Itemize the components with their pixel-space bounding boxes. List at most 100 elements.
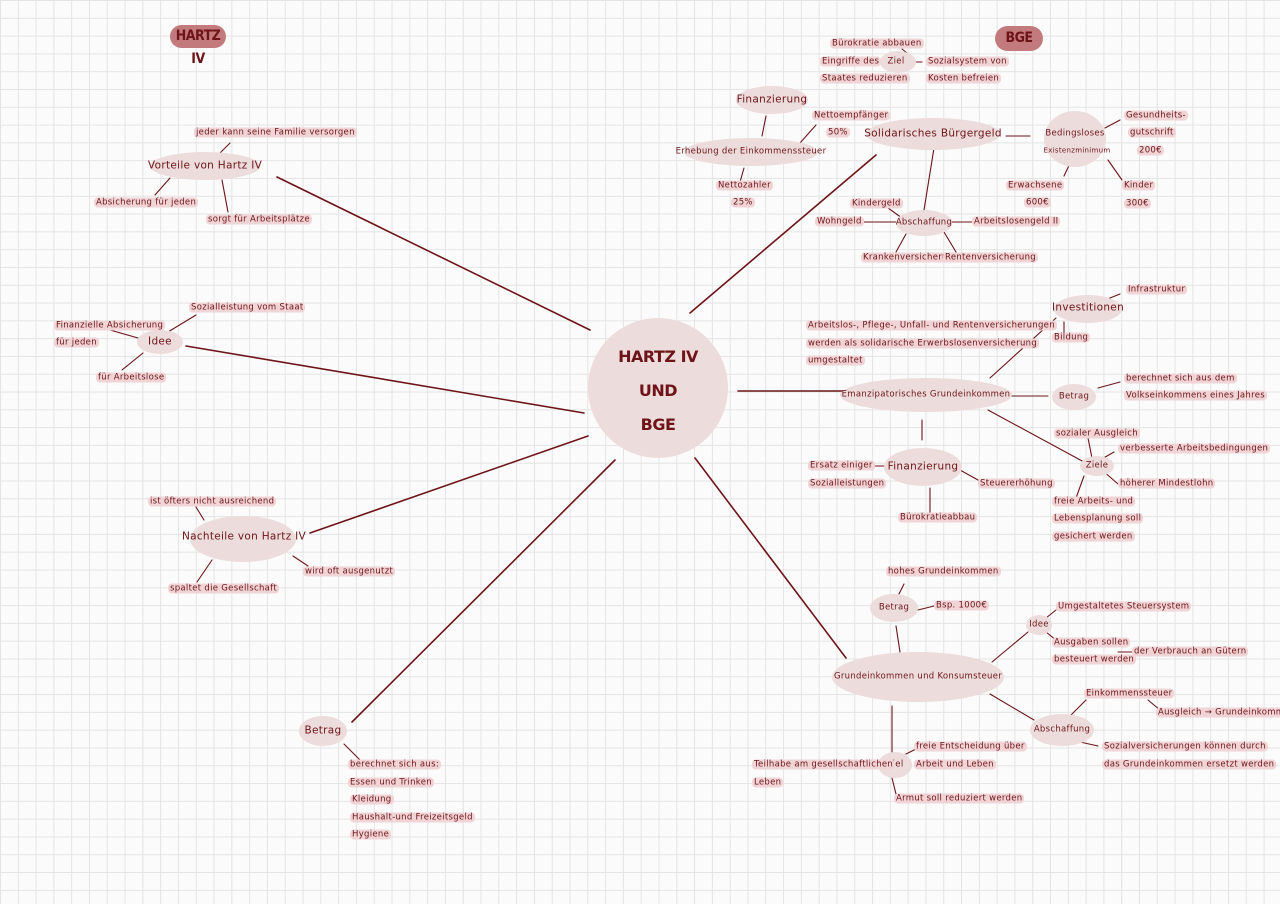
title-bge: BGE <box>995 26 1043 51</box>
emanz-desc-2: werden als solidarische Erwerbslosenvers… <box>806 338 1040 349</box>
grund-freie-2: Arbeit und Leben <box>914 759 996 770</box>
hartz-betrag-item: Hygiene <box>350 829 392 840</box>
grund-ausgaben-2: besteuert werden <box>1052 654 1137 665</box>
title-hartz-iv: HARTZ IV <box>170 25 226 67</box>
gesundheit-3: 200€ <box>1137 145 1164 156</box>
ziele-arbeitsbedingungen: verbesserte Arbeitsbedingungen <box>1118 443 1271 454</box>
vorteile-label: Vorteile von Hartz IV <box>147 159 263 172</box>
idee-bubble <box>137 330 183 354</box>
ziele-frei-1: freie Arbeits- und <box>1052 496 1136 507</box>
nachteile-bubble <box>190 516 296 562</box>
hartz-betrag-item: Kleidung <box>350 794 394 805</box>
solidarisch-label: Solidarisches Bürgergeld <box>864 127 1002 140</box>
ziele-frei-2: Lebensplanung soll <box>1052 513 1144 524</box>
abschaffung-wohngeld: Wohngeld <box>815 216 864 227</box>
invest-bubble <box>1054 295 1122 323</box>
sol-erhebung-label: Erhebung der Einkommenssteuer <box>675 146 827 157</box>
sol-finanzierung-bubble <box>736 86 808 114</box>
sol-finanzierung-label: Finanzierung <box>736 93 808 106</box>
abschaffung-renten: Rentenversicherung <box>943 252 1038 263</box>
sol-ziel-buerokratie: Bürokratie abbauen <box>830 38 924 49</box>
emanz-finanzierung-bubble <box>884 448 962 486</box>
grund-teilhabe-1: Teilhabe am gesellschaftlichen <box>752 759 896 770</box>
abschaffung-kranken: Krankenversicherung <box>861 252 962 263</box>
center-title-2: UND <box>638 381 678 400</box>
ziele-sozial: sozialer Ausgleich <box>1054 428 1140 439</box>
sol-abschaffung-label: Abschaffung <box>895 217 953 228</box>
nachteile-ausgenutzt: wird oft ausgenutzt <box>303 566 396 577</box>
hartz-betrag-item: Essen und Trinken <box>348 777 434 788</box>
sol-nettoempfaenger-pct: 50% <box>826 127 850 138</box>
grund-freie-1: freie Entscheidung über <box>914 741 1027 752</box>
existenzminimum-bubble <box>1044 111 1106 167</box>
grund-abschaffung-label: Abschaffung <box>1033 724 1091 735</box>
ziele-bubble <box>1080 456 1114 476</box>
emanz-betrag-1: berechnet sich aus dem <box>1124 373 1237 384</box>
nachteile-spaltet: spaltet die Gesellschaft <box>168 583 279 594</box>
sol-nettozahler-pct: 25% <box>731 197 755 208</box>
invest-label: Investitionen <box>1051 301 1125 314</box>
sol-nettoempfaenger: Nettoempfänger <box>812 110 891 121</box>
hartz-betrag-bubble <box>299 716 347 746</box>
fin-steuererhoehung: Steuererhöhung <box>978 478 1055 489</box>
sol-abschaffung-bubble <box>896 210 952 236</box>
grund-verbrauch: der Verbrauch an Gütern <box>1132 646 1249 657</box>
idee-sozialleistung: Sozialleistung vom Staat <box>189 302 306 313</box>
erwachsene-1: Erwachsene <box>1006 180 1065 191</box>
grund-ausgleich: Ausgleich → Grundeinkommen <box>1156 707 1280 719</box>
kinder-2: 300€ <box>1124 198 1151 209</box>
sol-erhebung-bubble <box>684 138 818 166</box>
emanz-desc-1: Arbeitslos-, Pflege-, Unfall- und Renten… <box>806 320 1057 331</box>
hartz-betrag-item: berechnet sich aus: <box>348 759 442 770</box>
vorteile-arbeitsplaetze: sorgt für Arbeitsplätze <box>206 214 312 225</box>
vorteile-familie: jeder kann seine Familie versorgen <box>194 127 357 138</box>
ziele-frei-3: gesichert werden <box>1052 531 1135 542</box>
grund-ausgaben-1: Ausgaben sollen <box>1052 637 1131 648</box>
vorteile-absicherung: Absicherung für jeden <box>94 197 199 208</box>
ziele-mindestlohn: höherer Mindestlohn <box>1118 478 1216 489</box>
grund-idee-label: Idee <box>1029 619 1049 630</box>
grund-betrag-bubble <box>870 594 918 622</box>
vorteile-bubble <box>150 152 260 180</box>
nachteile-ausreichend: ist öfters nicht ausreichend <box>148 496 277 507</box>
emanz-finanzierung-label: Finanzierung <box>887 460 959 473</box>
emanz-betrag-2: Volkseinkommens eines Jahres <box>1124 390 1267 401</box>
emanz-label: Emanzipatorisches Grundeinkommen <box>841 389 1011 400</box>
grund-hohes: hohes Grundeinkommen <box>886 566 1001 577</box>
sol-ziel-bubble <box>880 51 916 73</box>
grund-label: Grundeinkommen und Konsumsteuer <box>833 671 1003 682</box>
existenzminimum-line-1: Bedingsloses <box>1045 128 1105 139</box>
grund-bubble <box>832 652 1004 702</box>
sol-nettozahler: Nettozahler <box>716 180 773 191</box>
idee-arbeitslose: für Arbeitslose <box>96 372 167 383</box>
grund-abschaffung-bubble <box>1030 714 1094 746</box>
kinder-1: Kinder <box>1122 180 1156 191</box>
sol-ziel-eingriffe-1: Eingriffe des <box>820 56 882 67</box>
fin-ersatz-1: Ersatz einiger <box>808 460 875 471</box>
sol-ziel-sozial-2: Kosten befreien <box>926 73 1002 84</box>
hartz-betrag-label: Betrag <box>304 724 342 737</box>
grund-steuersystem: Umgestaltetes Steuersystem <box>1056 601 1192 612</box>
emanz-betrag-bubble <box>1052 384 1096 410</box>
center-node <box>588 318 728 458</box>
sol-ziel-sozial-1: Sozialsystem von <box>926 56 1009 67</box>
emanz-betrag-label: Betrag <box>1058 391 1090 402</box>
abschaffung-kindergeld: Kindergeld <box>850 198 903 209</box>
idee-finanziell-1: Finanzielle Absicherung <box>54 320 166 331</box>
fin-buerokratieabbau: Bürokratieabbau <box>898 512 978 523</box>
emanz-desc-3: umgestaltet <box>806 355 865 366</box>
grund-idee-bubble <box>1026 615 1052 635</box>
grund-sv-2: das Grundeinkommen ersetzt werden <box>1102 759 1277 770</box>
ziele-label: Ziele <box>1085 460 1109 471</box>
invest-bildung: Bildung <box>1052 332 1091 343</box>
emanz-bubble <box>840 378 1012 412</box>
idee-label: Idee <box>148 335 172 348</box>
grund-armut: Armut soll reduziert werden <box>894 793 1025 804</box>
gesundheit-2: gutschrift <box>1128 127 1176 138</box>
center-title-1: HARTZ IV <box>618 347 698 366</box>
grund-bsp: Bsp. 1000€ <box>934 600 990 611</box>
nachteile-label: Nachteile von Hartz IV <box>181 530 307 543</box>
grund-einkommenssteuer: Einkommenssteuer <box>1084 688 1175 699</box>
sol-ziel-label: Ziel <box>887 56 905 67</box>
grund-teilhabe-2: Leben <box>752 777 784 788</box>
